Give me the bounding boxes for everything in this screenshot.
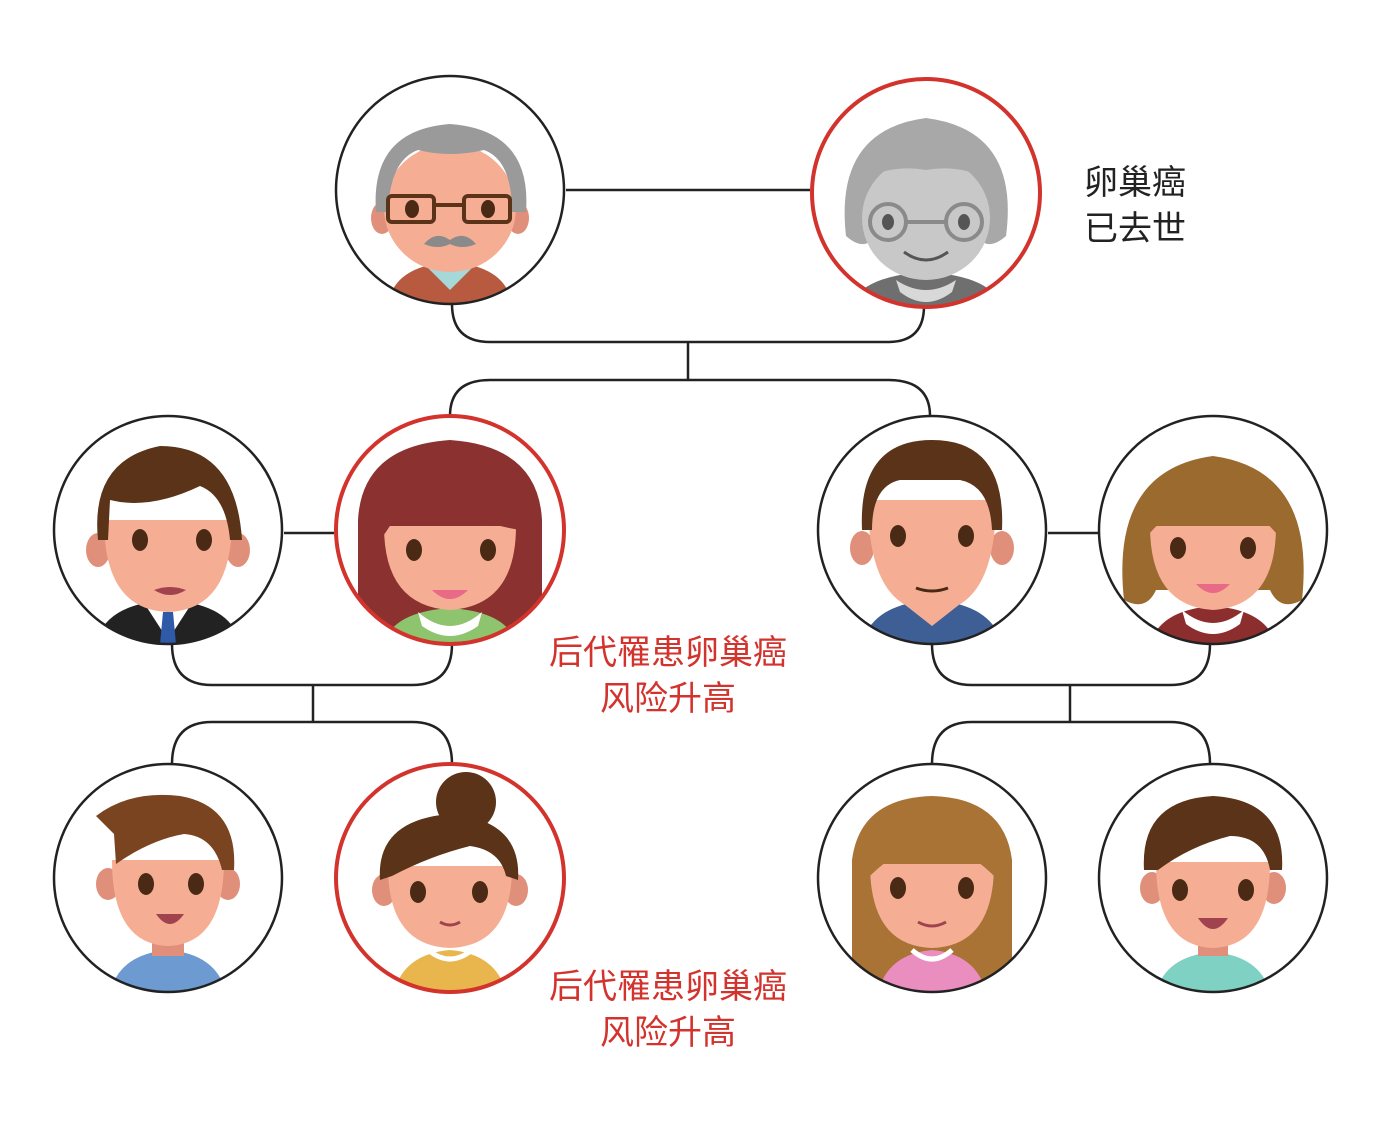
- tie-icon: [160, 612, 176, 644]
- son-left-avatar: [96, 794, 240, 992]
- glasses-icon: [868, 202, 984, 242]
- mother-left-risk-note: 后代罹患卵巢癌 风险升高: [540, 630, 796, 722]
- right-couple-union-bracket: [930, 643, 1212, 687]
- mother-left-highlight-ring: [334, 414, 566, 646]
- father-right-ring: [816, 414, 1048, 646]
- mother-left-avatar: [358, 440, 542, 644]
- left-children-sibling-bracket: [170, 720, 454, 765]
- mother-right-avatar: [1122, 456, 1304, 644]
- daughter-left-node: [334, 762, 566, 994]
- daughter-left-risk-note-line1: 后代罹患卵巢癌: [549, 967, 787, 1007]
- father-left-avatar: [86, 446, 250, 644]
- grandmother-node: [810, 77, 1042, 309]
- mother-left-risk-note-line2: 风险升高: [600, 679, 736, 719]
- mother-left-risk-note-line1: 后代罹患卵巢癌: [549, 633, 787, 673]
- grandmother-highlight-ring: [810, 77, 1042, 309]
- daughter-left-avatar: [372, 772, 528, 992]
- son-left-ring: [52, 762, 284, 994]
- daughter-left-highlight-ring: [334, 762, 566, 994]
- grandfather-ring: [334, 74, 566, 306]
- son-right-avatar: [1140, 796, 1286, 992]
- grandparents-union-bracket: [450, 303, 926, 344]
- glasses-icon: [386, 194, 512, 224]
- mustache-icon: [424, 235, 476, 247]
- son-right-node: [1097, 762, 1329, 994]
- generation-two-sibling-bracket: [448, 378, 932, 417]
- daughter-right-avatar: [852, 796, 1012, 992]
- grandfather-avatar: [371, 124, 529, 304]
- mother-right-node: [1097, 414, 1329, 646]
- father-right-node: [816, 414, 1048, 646]
- left-couple-union-bracket: [170, 643, 454, 687]
- son-left-node: [52, 762, 284, 994]
- mother-right-ring: [1097, 414, 1329, 646]
- right-children-sibling-bracket: [930, 720, 1212, 765]
- daughter-right-ring: [816, 762, 1048, 994]
- daughter-left-risk-note-line2: 风险升高: [600, 1013, 736, 1053]
- daughter-right-node: [816, 762, 1048, 994]
- mother-left-node: [334, 414, 566, 646]
- father-right-avatar: [850, 440, 1014, 644]
- grandmother-note: 卵巢癌 已去世: [1084, 160, 1186, 252]
- grandmother-avatar: [844, 118, 1008, 307]
- son-right-ring: [1097, 762, 1329, 994]
- daughter-left-risk-note: 后代罹患卵巢癌 风险升高: [540, 964, 796, 1056]
- connector-lines: [170, 188, 1212, 765]
- father-left-node: [52, 414, 284, 646]
- grandmother-note-line2: 已去世: [1084, 209, 1186, 249]
- father-left-ring: [52, 414, 284, 646]
- grandfather-node: [334, 74, 566, 306]
- grandmother-note-line1: 卵巢癌: [1084, 163, 1186, 203]
